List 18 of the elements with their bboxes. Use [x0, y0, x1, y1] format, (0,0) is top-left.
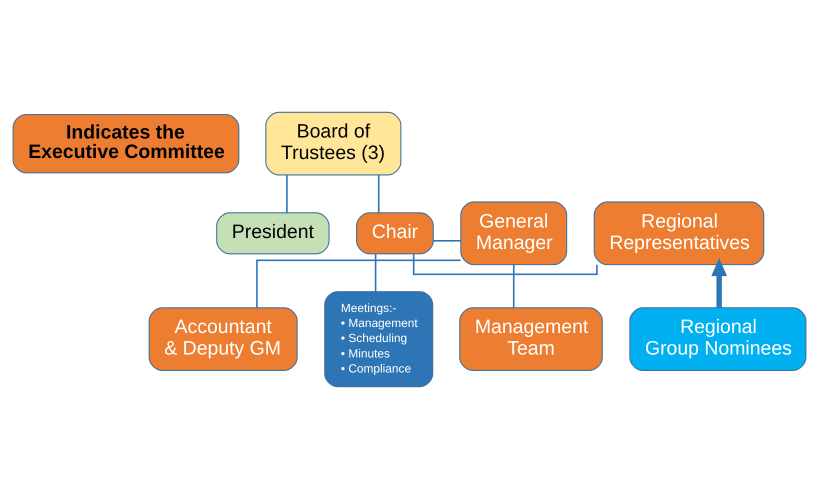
node-box: Meetings:- • Management • Scheduling • Minutes • Compliance: [324, 290, 434, 387]
connector: [374, 254, 376, 292]
node-box: Regional Group Nominees: [629, 306, 806, 371]
node-box: General Manager: [460, 200, 568, 265]
node-box: Regional Representatives: [594, 200, 764, 265]
connector: [256, 259, 461, 308]
node-box: Indicates the Executive Committee: [12, 113, 240, 173]
node-box: Management Team: [459, 306, 603, 371]
connector: [412, 254, 598, 275]
node-box: Accountant & Deputy GM: [148, 306, 298, 371]
connector: [378, 174, 380, 212]
node-box: Board of Trustees (3): [265, 111, 402, 175]
node-box: President: [216, 212, 330, 254]
connector: [286, 174, 288, 212]
connector: [434, 240, 461, 242]
connector: [512, 264, 515, 308]
arrow: [711, 258, 728, 308]
node-box: Chair: [356, 212, 434, 254]
